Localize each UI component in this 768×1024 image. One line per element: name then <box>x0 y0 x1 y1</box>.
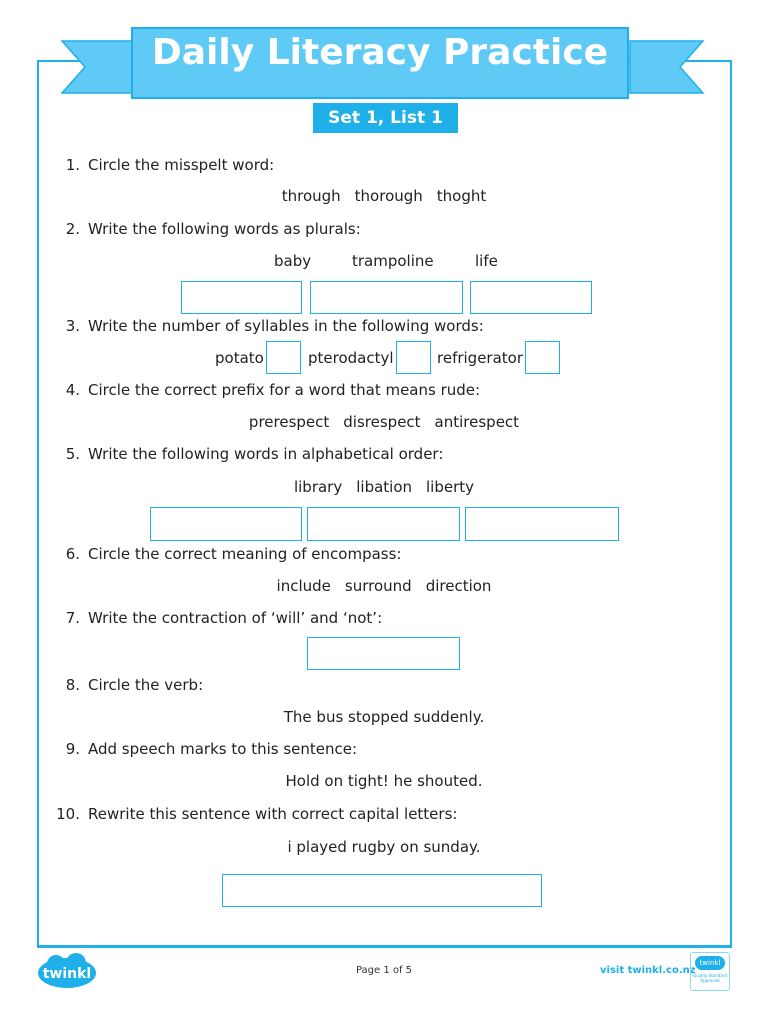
word: potato <box>215 349 264 367</box>
word: liberty <box>426 478 475 496</box>
question-1: 1.Circle the misspelt word: <box>65 156 275 174</box>
title-banner <box>60 27 705 99</box>
answer-box[interactable] <box>266 341 301 374</box>
page-number: Page 1 of 5 <box>355 965 413 976</box>
option[interactable]: through <box>281 187 341 205</box>
twinkl-logo: twinkl <box>38 953 96 988</box>
option[interactable]: thorough <box>354 187 423 205</box>
website-link[interactable]: visit twinkl.co.nz <box>600 965 696 976</box>
answer-box[interactable] <box>310 281 463 314</box>
answer-box[interactable] <box>396 341 431 374</box>
option[interactable]: thoght <box>436 187 487 205</box>
option[interactable]: direction <box>425 577 492 595</box>
option[interactable]: disrespect <box>343 413 421 431</box>
word: library <box>293 478 343 496</box>
q5-words: library libation liberty <box>0 478 768 496</box>
question-3: 3.Write the number of syllables in the f… <box>65 317 484 335</box>
question-6: 6.Circle the correct meaning of encompas… <box>65 545 402 563</box>
word: refrigerator <box>437 349 524 367</box>
word: life <box>475 252 498 270</box>
word: pterodactyl <box>308 349 394 367</box>
option[interactable]: surround <box>344 577 412 595</box>
border-left <box>37 60 39 947</box>
question-5: 5.Write the following words in alphabeti… <box>65 445 444 463</box>
question-10: 10.Rewrite this sentence with correct ca… <box>56 805 458 823</box>
answer-box[interactable] <box>150 507 302 541</box>
answer-box[interactable] <box>307 637 460 670</box>
word: trampoline <box>352 252 434 270</box>
question-7: 7.Write the contraction of ‘will’ and ‘n… <box>65 609 383 627</box>
q1-options: through thorough thoght <box>0 187 768 205</box>
word: libation <box>356 478 413 496</box>
q9-sentence: Hold on tight! he shouted. <box>285 772 483 790</box>
question-8: 8.Circle the verb: <box>65 676 204 694</box>
question-4: 4.Circle the correct prefix for a word t… <box>65 381 481 399</box>
question-9: 9.Add speech marks to this sentence: <box>65 740 358 758</box>
quality-badge: twinkl Quality Standard Approved <box>690 952 730 991</box>
answer-box[interactable] <box>525 341 560 374</box>
word: baby <box>274 252 312 270</box>
question-2: 2.Write the following words as plurals: <box>65 220 361 238</box>
answer-box[interactable] <box>470 281 592 314</box>
subtitle-badge: Set 1, List 1 <box>313 103 458 133</box>
answer-box[interactable] <box>307 507 460 541</box>
svg-text:twinkl: twinkl <box>43 966 92 982</box>
border-bottom <box>37 945 732 948</box>
page-title: Daily Literacy Practice <box>151 32 609 73</box>
border-right <box>730 60 732 947</box>
answer-box[interactable] <box>222 874 542 907</box>
answer-box[interactable] <box>181 281 302 314</box>
q10-sentence: i played rugby on sunday. <box>287 838 481 856</box>
q4-options: prerespect disrespect antirespect <box>0 413 768 431</box>
q6-options: include surround direction <box>0 577 768 595</box>
answer-box[interactable] <box>465 507 619 541</box>
option[interactable]: antirespect <box>434 413 520 431</box>
option[interactable]: prerespect <box>248 413 330 431</box>
q8-sentence[interactable]: The bus stopped suddenly. <box>283 708 485 726</box>
option[interactable]: include <box>276 577 331 595</box>
